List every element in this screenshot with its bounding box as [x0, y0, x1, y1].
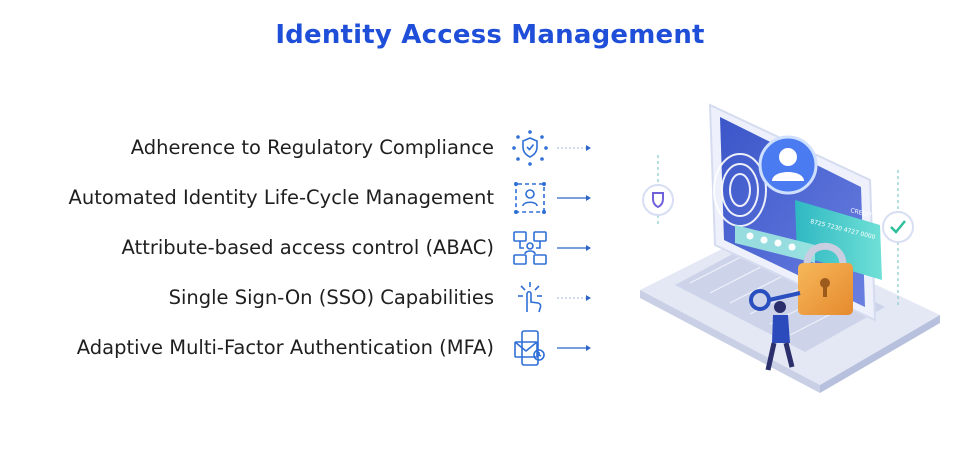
feature-item-lifecycle: Automated Identity Life-Cycle Management [0, 178, 600, 218]
arrow-right-icon [557, 345, 591, 351]
feature-item-mfa: Adaptive Multi-Factor Authentication (MF… [0, 328, 600, 368]
sso-touch-icon [518, 282, 542, 313]
user-profile-icon [758, 135, 818, 195]
feature-item-abac: Attribute-based access control (ABAC) [0, 228, 600, 268]
abac-network-icon [513, 231, 547, 265]
feature-label: Single Sign-On (SSO) Capabilities [168, 286, 494, 309]
check-badge-icon [882, 170, 914, 305]
feature-label: Adaptive Multi-Factor Authentication (MF… [76, 336, 494, 359]
person-with-key-icon [749, 289, 801, 371]
password-field [735, 225, 815, 263]
fingerprint-icon [713, 153, 767, 227]
lifecycle-user-icon [514, 182, 546, 214]
arrow-right-icon [557, 245, 591, 251]
feature-label: Adherence to Regulatory Compliance [130, 136, 494, 159]
arrow-right-icon [557, 295, 591, 301]
feature-label: Attribute-based access control (ABAC) [121, 236, 494, 259]
arrow-right-icon [557, 195, 591, 201]
arrow-right-icon [557, 145, 591, 151]
credit-card: 8725 7230 4727 0000 CREDIT [795, 200, 882, 280]
feature-label: Automated Identity Life-Cycle Management [68, 186, 495, 209]
compliance-shield-icon [512, 130, 548, 166]
laptop-security-illustration: 8725 7230 4727 0000 CREDIT [640, 103, 940, 393]
padlock-icon [798, 242, 853, 315]
shield-badge-icon [642, 155, 674, 225]
feature-item-sso: Single Sign-On (SSO) Capabilities [0, 278, 600, 318]
feature-item-compliance: Adherence to Regulatory Compliance [0, 128, 600, 168]
mfa-mail-icon [514, 330, 545, 366]
page-title: Identity Access Management [275, 20, 705, 50]
